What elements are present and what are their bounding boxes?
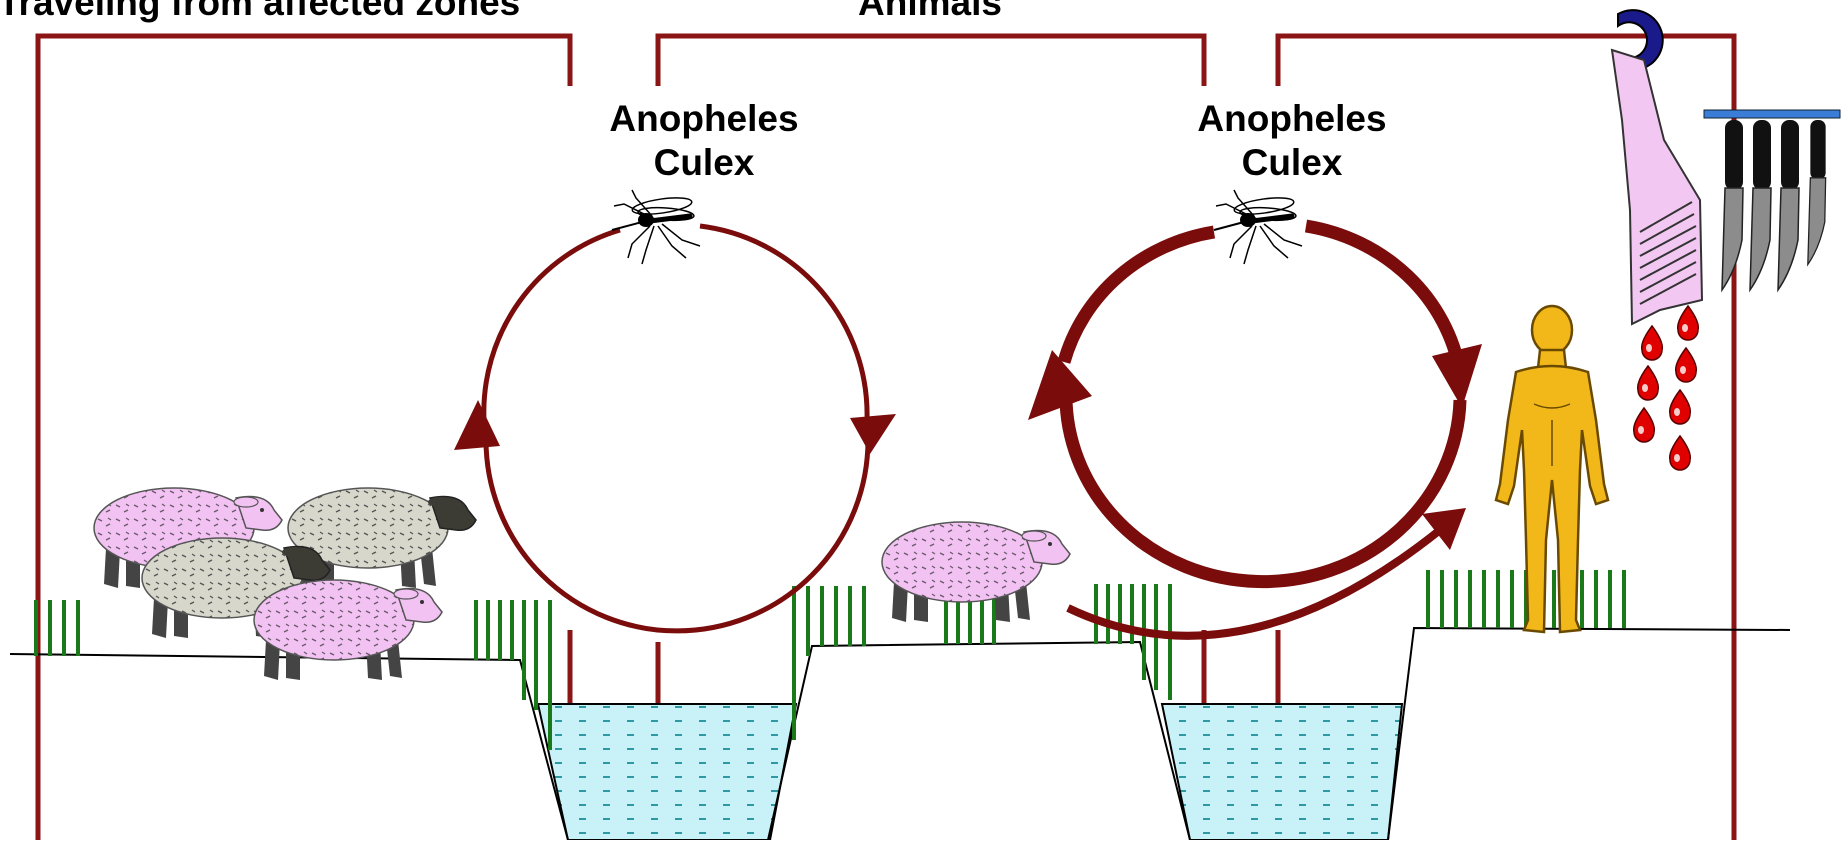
blood-drop-icon: [1634, 408, 1655, 442]
knife-rack: [1704, 110, 1840, 118]
sheep-icon: [254, 580, 442, 680]
cycle-left-arc-bottom: [486, 440, 868, 631]
cycle-right-arrows: [1064, 226, 1460, 582]
blood-drop-icon: [1678, 306, 1699, 340]
pond-left: [538, 704, 796, 840]
cycle-left-arrowhead-left: [454, 400, 500, 450]
mosquito-icon: [612, 190, 700, 264]
cycle-left-arc-right: [700, 226, 867, 420]
blood-drop-icon: [1670, 390, 1691, 424]
knife-icon: [1808, 120, 1826, 265]
knife-icon: [1778, 120, 1799, 290]
vector-label-left-line1: Anopheles: [562, 100, 846, 137]
cycle-left-arrows: [484, 226, 868, 631]
sheep-icon: [882, 522, 1070, 622]
pond-right: [1162, 704, 1402, 840]
cycle-right-arrowhead-right: [1432, 344, 1482, 408]
vector-label-right-line1: Anopheles: [1150, 100, 1434, 137]
vector-label-right-line2: Culex: [1150, 144, 1434, 181]
blood-drop-icon: [1638, 366, 1659, 400]
cycle-left-arrowhead-right: [850, 414, 896, 454]
knife-icon: [1722, 120, 1743, 290]
frame-lines: [38, 36, 1734, 840]
cycle-left-arc-left: [484, 230, 620, 420]
blood-drop-icon: [1642, 326, 1663, 360]
mosquito-icon: [1214, 190, 1302, 264]
knife-icon: [1750, 120, 1771, 290]
cycle-right-arc-bottom: [1066, 390, 1460, 582]
vector-label-left-line2: Culex: [562, 144, 846, 181]
center-heading: Animals: [800, 0, 1060, 21]
blood-drop-icon: [1670, 436, 1691, 470]
cycle-right-arc-right: [1306, 226, 1460, 372]
cycle-right-arc-left: [1064, 232, 1214, 362]
left-heading: Traveling from affected zones: [0, 0, 528, 21]
blood-drop-icon: [1676, 348, 1697, 382]
